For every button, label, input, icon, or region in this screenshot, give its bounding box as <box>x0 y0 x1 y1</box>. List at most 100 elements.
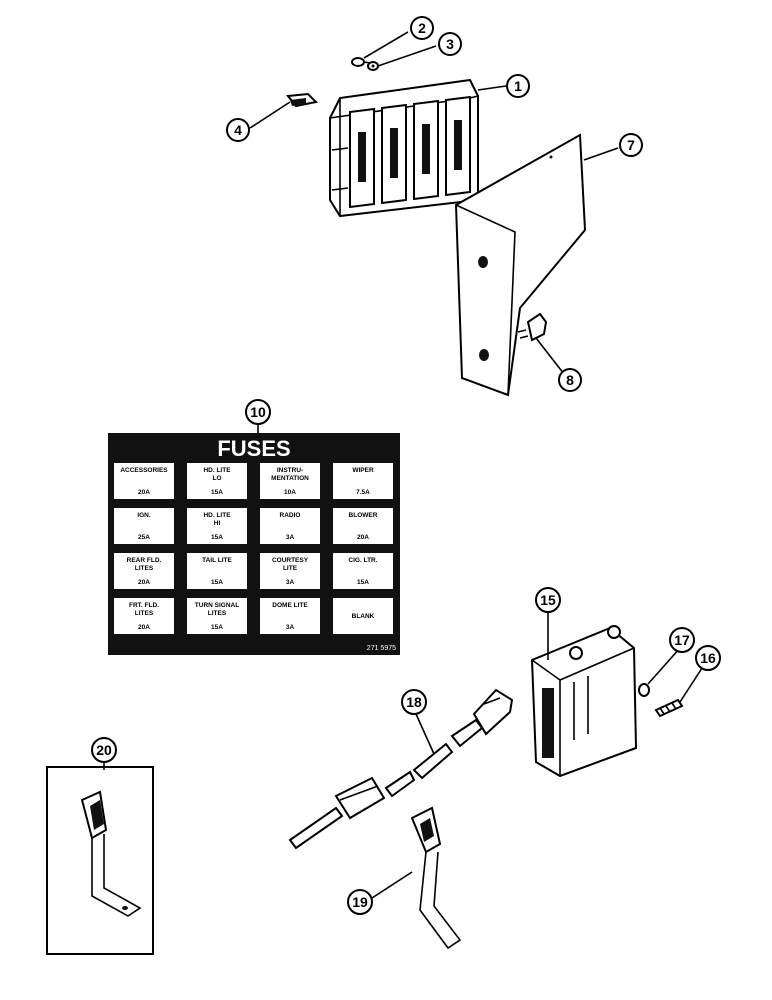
fuse-chart-cell: BLOWER 20A <box>333 508 393 544</box>
fuse-chart-cell-label: HI <box>214 520 221 527</box>
fuse-chart-cell-label: LITES <box>208 610 227 617</box>
fuse-chart-cell-label: LO <box>212 475 221 482</box>
callout-15: 15 <box>535 587 561 613</box>
fuse-chart-cell: DOME LITE 3A <box>260 598 320 634</box>
fuse-chart-cell-box <box>187 508 247 544</box>
fuse-chart-cell: FRT. FLD.LITES 20A <box>114 598 174 634</box>
fuse-chart-part-number: 271 5975 <box>367 645 396 652</box>
sender-18 <box>288 688 514 850</box>
callout-17: 17 <box>669 627 695 653</box>
callout-15-label: 15 <box>540 592 556 608</box>
callout-17-label: 17 <box>674 632 690 648</box>
fuse-slot-terminal <box>390 128 398 178</box>
fuse-chart-cell-box <box>260 508 320 544</box>
fuse-chart-cell-box <box>114 463 174 499</box>
fuse-chart-cell-amperage: 3A <box>286 579 295 586</box>
fuse-chart-cell-box <box>187 598 247 634</box>
callout-3: 3 <box>438 32 462 56</box>
fuse-chart-cell-amperage: 15A <box>357 579 369 586</box>
fuse-chart-cell: REAR FLD.LITES 20A <box>114 553 174 589</box>
fuse-chart-cell: BLANK <box>333 598 393 634</box>
callout-4: 4 <box>226 118 250 142</box>
fuse-chart-cell-label: REAR FLD. <box>127 557 162 564</box>
callout-7: 7 <box>619 133 643 157</box>
nut-17 <box>638 683 650 697</box>
callout-1-label: 1 <box>514 78 522 94</box>
fuse-chart-cell-label: CIG. LTR. <box>348 557 377 564</box>
callout-2-label: 2 <box>418 20 426 36</box>
screw-2 <box>351 57 373 67</box>
fuse-chart-cell: IGN. 25A <box>114 508 174 544</box>
bracket-7 <box>454 133 587 397</box>
fuse-chart-cell: RADIO 3A <box>260 508 320 544</box>
fuse-chart-cell-amperage: 20A <box>357 534 369 541</box>
fuse-chart-cell-box <box>114 553 174 589</box>
callout-8: 8 <box>558 368 582 392</box>
fuse-chart-cell-label: LITES <box>135 610 154 617</box>
fuse-slot-terminal <box>454 120 462 170</box>
callout-10: 10 <box>245 399 271 425</box>
fuse-chart-cell-label: FRT. FLD. <box>129 602 159 609</box>
fuse-chart-cell-label: IGN. <box>137 512 151 519</box>
bolt-8 <box>517 312 548 342</box>
fuse-chart-cell-box <box>114 508 174 544</box>
fuse-slot-terminal <box>358 132 366 182</box>
fuse-chart-cell-amperage: 3A <box>286 534 295 541</box>
callout-4-label: 4 <box>234 122 242 138</box>
callout-20: 20 <box>91 737 117 763</box>
fuse-chart-cell-label: INSTRU- <box>277 467 303 474</box>
fuse-chart-cell-label: RADIO <box>280 512 301 519</box>
fuse-chart-cell-amperage: 7.5A <box>356 489 370 496</box>
washer-3 <box>367 61 379 71</box>
fuse-chart-cell-box <box>187 553 247 589</box>
fuse-chart-cell-label: BLOWER <box>349 512 378 519</box>
fuse-chart-title: FUSES <box>217 436 290 461</box>
callout-10-label: 10 <box>250 404 266 420</box>
fuse-chart-cell-label: LITES <box>135 565 154 572</box>
fuse-chart-cell-label: TURN SIGNAL <box>195 602 239 609</box>
fuse-chart-cell-label: HD. LITE <box>203 512 231 519</box>
fuse-chart-cell-label: DOME LITE <box>272 602 308 609</box>
fuse-chart-cell-box <box>333 553 393 589</box>
callout-20-label: 20 <box>96 742 112 758</box>
fuse-chart-cell-label: COURTESY <box>272 557 309 564</box>
callout-19: 19 <box>347 889 373 915</box>
callout-8-label: 8 <box>566 372 574 388</box>
fuse-chart-cell-box <box>260 598 320 634</box>
fuse-chart-cell-amperage: 25A <box>138 534 150 541</box>
callout-16: 16 <box>695 645 721 671</box>
fuse-chart-cell-box <box>333 463 393 499</box>
fuse-chart-cell-box <box>260 553 320 589</box>
fuse-slot-terminal <box>422 124 430 174</box>
fuse-chart-cell-label: BLANK <box>352 613 375 620</box>
fuse-chart-cell-amperage: 3A <box>286 624 295 631</box>
fuse-chart-cell-label: HD. LITE <box>203 467 231 474</box>
fuse-chart-cell-label: WIPER <box>352 467 374 474</box>
fuse-chart-cell-amperage: 15A <box>211 624 223 631</box>
callout-19-label: 19 <box>352 894 368 910</box>
fuse-chart-cell-label: TAIL LITE <box>202 557 232 564</box>
leader-lines <box>103 31 707 899</box>
callout-18-label: 18 <box>406 694 422 710</box>
screw-16 <box>654 698 684 718</box>
callout-18: 18 <box>401 689 427 715</box>
fuse-chart-cell-label: ACCESSORIES <box>120 467 168 474</box>
fuse-chart-cell: WIPER 7.5A <box>333 463 393 499</box>
fuse-chart-cell-amperage: 20A <box>138 579 150 586</box>
fuse-chart-cell-amperage: 20A <box>138 624 150 631</box>
fuse-chart-cell-label: MENTATION <box>271 475 309 482</box>
fuse-chart-cell-amperage: 10A <box>284 489 296 496</box>
module-15 <box>530 625 638 778</box>
clip-19 <box>410 806 462 950</box>
fuse-chart-cell-box <box>333 508 393 544</box>
fuse-chart-cell-box <box>333 598 393 634</box>
fuse-chart-cell: INSTRU-MENTATION 10A <box>260 463 320 499</box>
fuse-chart-cell-amperage: 15A <box>211 489 223 496</box>
